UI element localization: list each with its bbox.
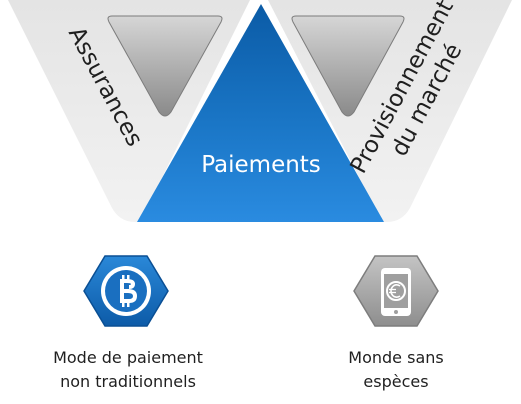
caption-right-line2: espèces [363,372,429,391]
bitcoin-icon [83,255,169,327]
center-triangle [137,4,384,222]
caption-left-line2: non traditionnels [60,372,196,391]
caption-non-traditional-payment: Mode de paiement non traditionnels [8,346,248,394]
caption-right-line1: Monde sans [348,348,444,367]
left-gray-triangle [107,15,223,117]
smartphone-euro-icon [353,255,439,327]
caption-left-line1: Mode de paiement [53,348,203,367]
center-label: Paiements [201,152,321,178]
right-gray-triangle [291,15,405,117]
caption-cashless-world: Monde sans espèces [276,346,516,394]
